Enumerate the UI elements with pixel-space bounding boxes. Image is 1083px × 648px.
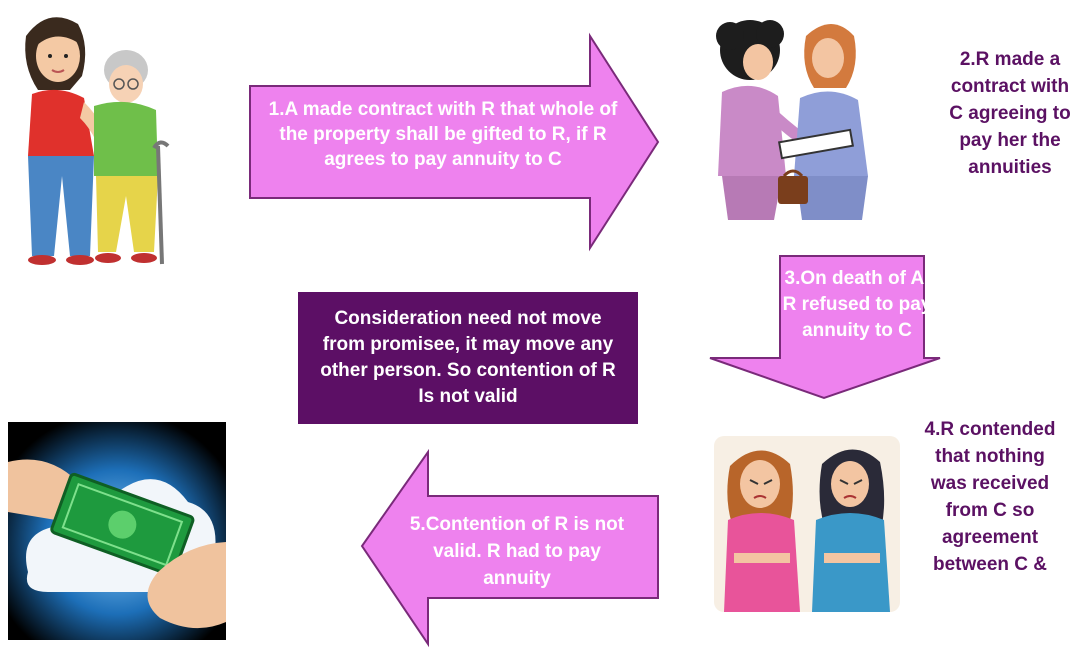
two-women-making-contract-illustration — [682, 6, 916, 224]
two-angry-women-illustration — [714, 436, 900, 612]
step2-text: 2.R made a contract with C agreeing to p… — [949, 49, 1071, 178]
conclusion-text: Consideration need not move from promise… — [320, 308, 616, 407]
money-handover-illustration — [8, 422, 226, 640]
girl-helping-old-woman-illustration — [25, 17, 170, 265]
step5-text: 5.Contention of R is not valid. R had to… — [409, 514, 625, 589]
step1-text: 1.A made contract with R that whole of t… — [268, 99, 618, 170]
step5-arrow — [360, 448, 659, 648]
conclusion-box: Consideration need not move from promise… — [298, 292, 638, 424]
step1-arrow — [249, 32, 660, 252]
step3-text: 3.On death of A, R refused to pay annuit… — [782, 268, 932, 341]
step4-text: 4.R contended that nothing was received … — [924, 419, 1056, 575]
step3-arrow — [709, 255, 941, 400]
